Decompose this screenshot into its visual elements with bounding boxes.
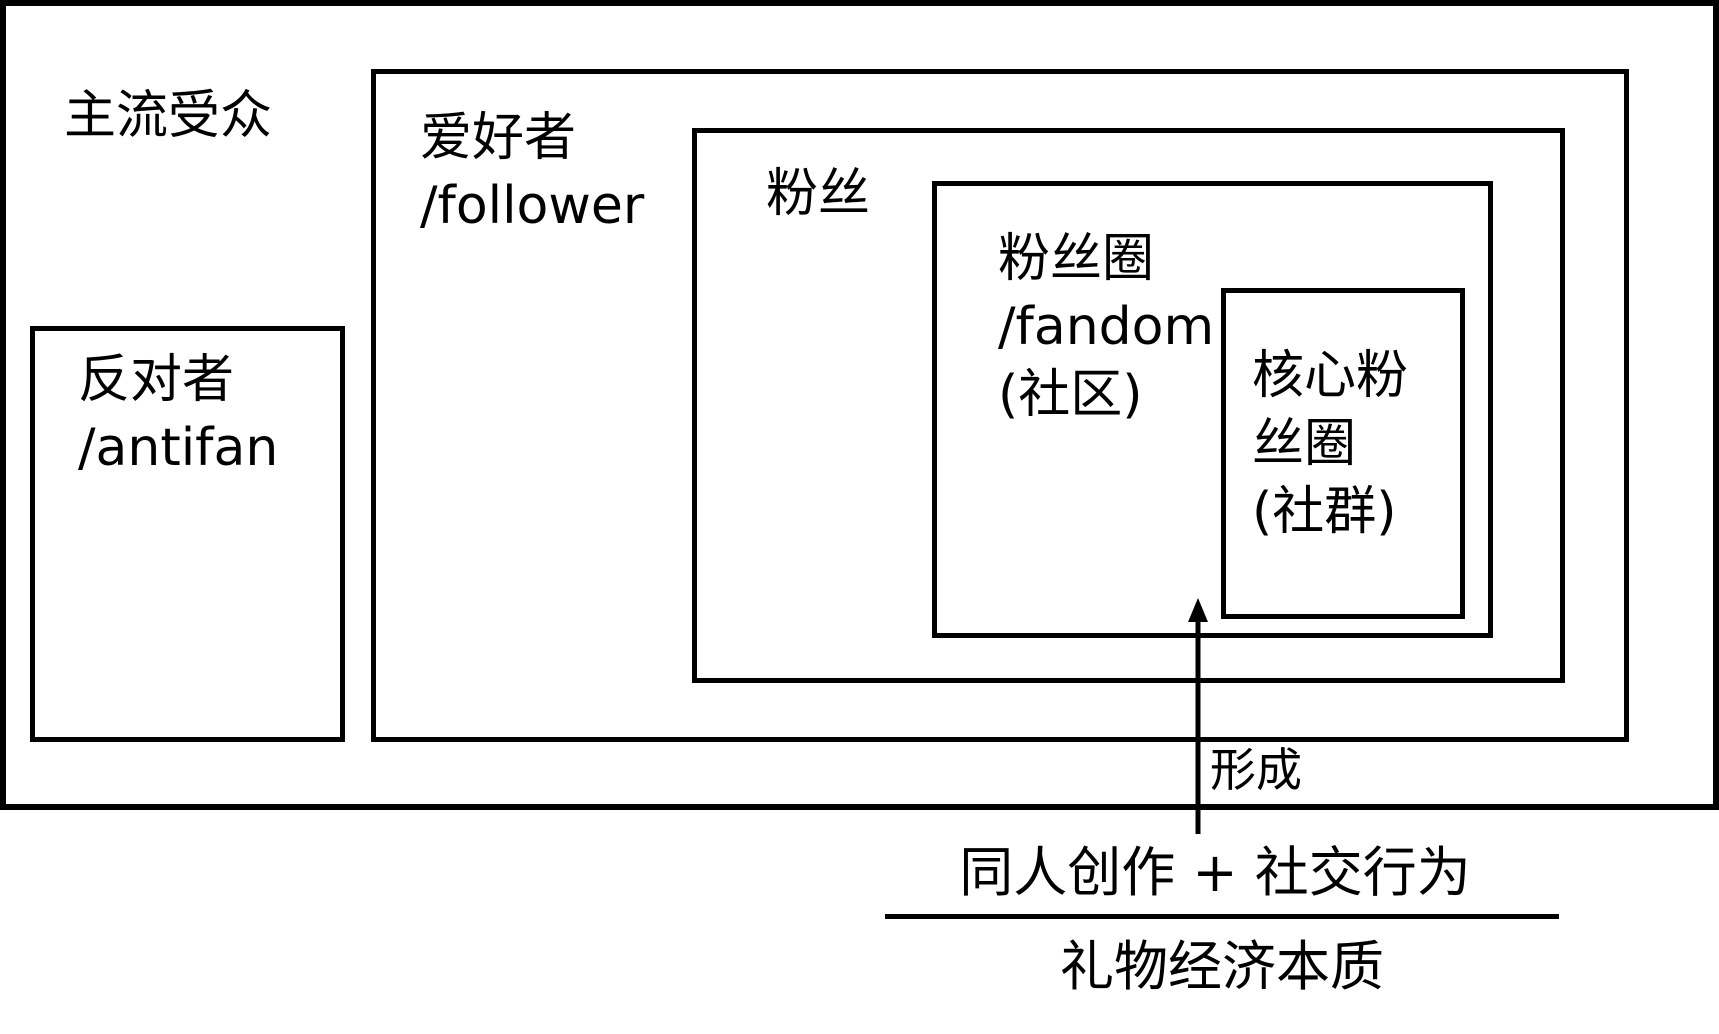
mainstream-audience-box	[0, 0, 1719, 810]
formula-numerator: 同人创作 + 社交行为	[959, 841, 1471, 904]
follower-label-line1: 爱好者	[420, 108, 577, 168]
fandom-label-line2: /fandom	[998, 297, 1215, 357]
core-fandom-box	[1221, 288, 1465, 619]
fandom-label-line1: 粉丝圈	[998, 229, 1155, 289]
formation-arrow	[1188, 598, 1208, 834]
core-fandom-label-line2: 丝圈	[1252, 414, 1357, 474]
core-fandom-label-line3: (社群)	[1252, 482, 1397, 542]
fandom-label-line3: (社区)	[998, 365, 1143, 425]
mainstream-audience-label: 主流受众	[64, 86, 273, 146]
formation-label: 形成	[1210, 743, 1302, 797]
antifan-label-line1: 反对者	[78, 350, 235, 410]
core-fandom-label-line1: 核心粉	[1252, 346, 1409, 406]
fan-label: 粉丝	[766, 164, 871, 224]
follower-label: 爱好者 /follower	[420, 104, 644, 240]
antifan-label: 反对者 /antifan	[78, 346, 278, 482]
fandom-label: 粉丝圈 /fandom (社区)	[998, 225, 1214, 429]
fandom-box	[932, 181, 1493, 638]
core-fandom-label: 核心粉 丝圈 (社群)	[1252, 342, 1408, 546]
formation-arrow-head	[1188, 598, 1208, 622]
fan-box	[692, 128, 1565, 683]
antifan-box	[30, 326, 345, 742]
antifan-label-line2: /antifan	[78, 418, 279, 478]
formula-denominator: 礼物经济本质	[1060, 935, 1384, 998]
follower-box	[371, 69, 1629, 742]
follower-label-line2: /follower	[420, 176, 645, 236]
formula-divider	[885, 914, 1559, 919]
